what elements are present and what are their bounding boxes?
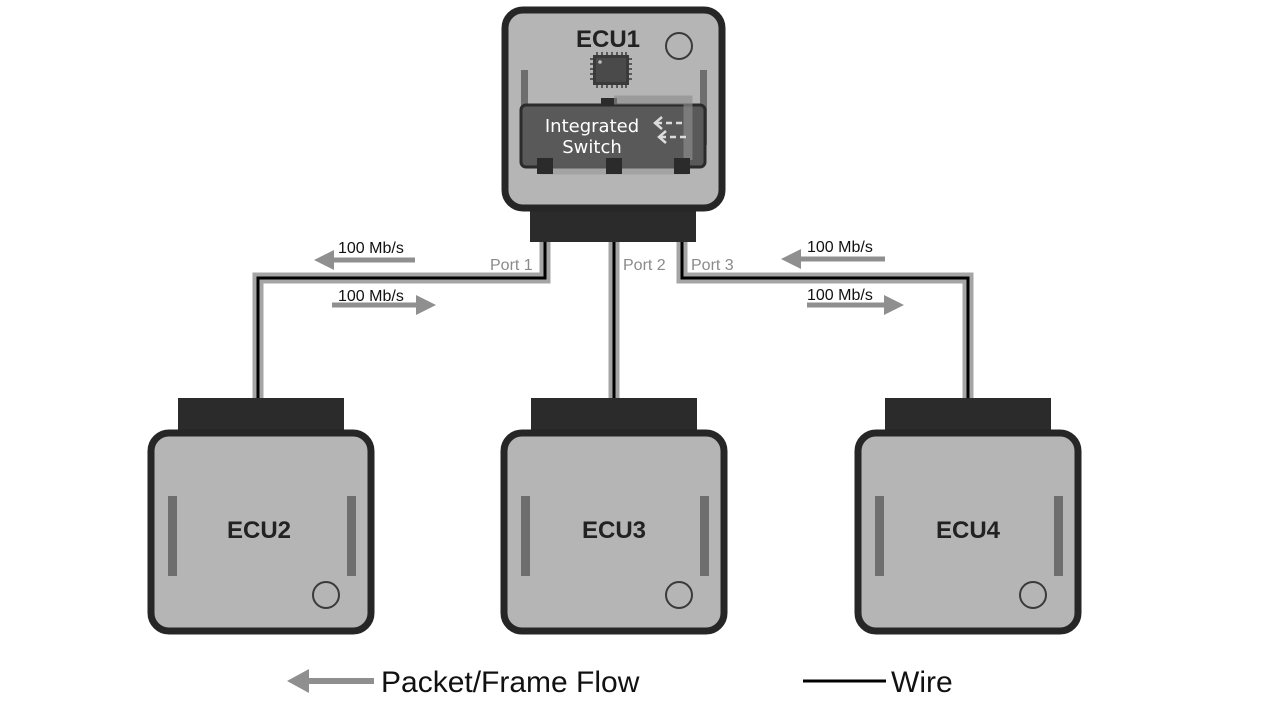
left-outbound-rate: 100 Mb/s — [338, 288, 404, 305]
ecu2-title: ECU2 — [227, 517, 291, 544]
port2-connector — [606, 158, 622, 174]
switch-label-line2: Switch — [562, 137, 622, 158]
left-inbound-rate: 100 Mb/s — [338, 240, 404, 257]
port1-label: Port 1 — [490, 257, 533, 274]
port3-label: Port 3 — [691, 257, 734, 274]
right-inbound-rate: 100 Mb/s — [807, 239, 873, 256]
ecu4-mount-hole-icon — [1019, 581, 1047, 609]
ecu2-box: ECU2 — [147, 398, 375, 635]
legend-flow-arrow-icon — [287, 669, 374, 693]
right-inbound-flow-arrow-icon — [781, 249, 885, 269]
legend: Packet/Frame Flow Wire — [287, 666, 953, 699]
ecu2-mount-hole-icon — [312, 581, 340, 609]
ecu4-box: ECU4 — [854, 398, 1082, 635]
ecu3-title: ECU3 — [582, 517, 646, 544]
microchip-icon — [590, 52, 632, 88]
left-outbound-flow-arrow-icon — [332, 295, 436, 315]
switching-arrows-icon — [653, 116, 688, 144]
ecu1-mount-hole-icon — [665, 32, 693, 60]
legend-wire-label: Wire — [891, 666, 953, 699]
switch-label-line1: Integrated — [545, 116, 639, 137]
ecu4-title: ECU4 — [936, 517, 1001, 544]
integrated-switch: Integrated Switch — [519, 95, 707, 175]
ecu1-title: ECU1 — [576, 26, 640, 53]
right-outbound-flow-arrow-icon — [807, 295, 904, 315]
port3-connector — [674, 158, 690, 174]
legend-flow-label: Packet/Frame Flow — [381, 666, 640, 699]
left-inbound-flow-arrow-icon — [314, 250, 415, 270]
port2-label: Port 2 — [623, 257, 666, 274]
ecu3-mount-hole-icon — [665, 581, 693, 609]
port1-connector — [537, 158, 553, 174]
cable-ecu1-ecu4 — [676, 168, 974, 400]
cable-ecu1-ecu2 — [252, 168, 551, 400]
ecu3-box: ECU3 — [500, 398, 728, 635]
ecu1-box: ECU1 — [501, 6, 726, 242]
right-outbound-rate: 100 Mb/s — [807, 287, 873, 304]
